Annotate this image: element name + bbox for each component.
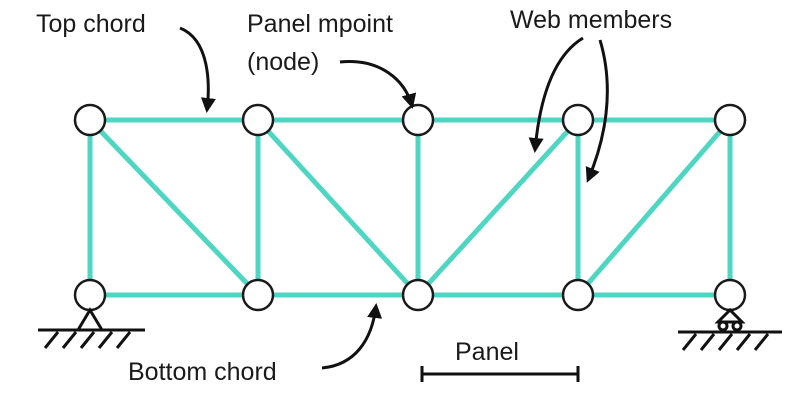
panel-dimension [420, 366, 580, 382]
roller-support-icon [678, 307, 782, 351]
node [713, 103, 747, 137]
node [401, 278, 435, 312]
top-chord-arrow [179, 26, 216, 113]
bottom-chord-arrow [321, 303, 383, 370]
panel-label: Panel [455, 338, 519, 366]
web-members-arrow-2 [585, 39, 609, 183]
bottom-chord-label: Bottom chord [128, 358, 277, 386]
diagonal-member-3 [415, 117, 581, 298]
node [561, 278, 595, 312]
node [241, 278, 275, 312]
node [401, 103, 435, 137]
diagonal-member-4 [575, 117, 733, 298]
node [73, 278, 107, 312]
pin-support-icon [38, 307, 145, 349]
web-members-arrow-1 [528, 36, 584, 153]
web-members-label: Web members [510, 6, 672, 34]
node [73, 103, 107, 137]
panel-point-label: Panel mpoint [247, 10, 393, 38]
diagonal-member-1 [87, 117, 261, 298]
top-chord-label: Top chord [36, 10, 146, 38]
panel-point-arrow [339, 60, 417, 109]
node [561, 103, 595, 137]
node [241, 103, 275, 137]
node [713, 278, 747, 312]
panel-point-node-label: (node) [247, 48, 319, 76]
diagonal-member-2 [255, 117, 421, 298]
